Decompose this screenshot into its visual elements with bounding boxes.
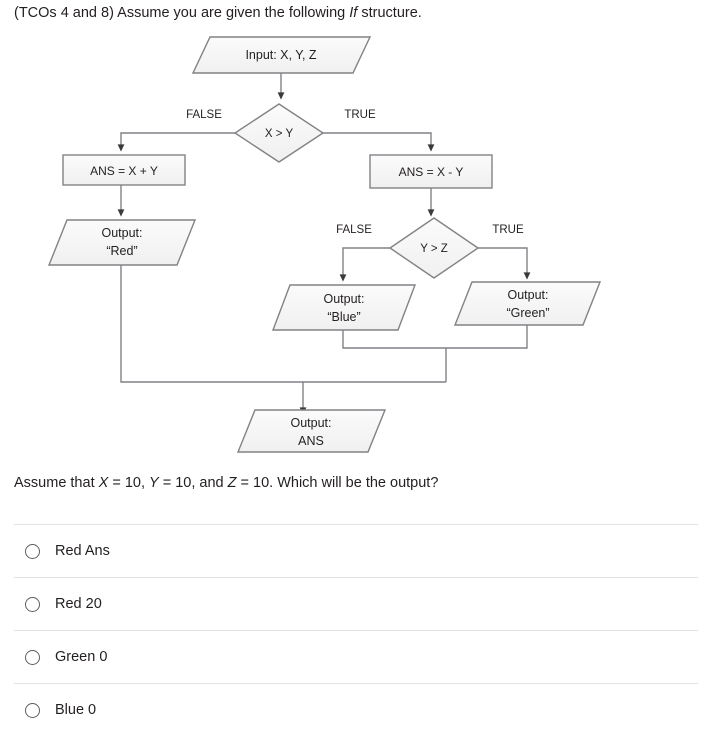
edge-merge-to-output-ans bbox=[299, 381, 446, 415]
option-label-3: Blue 0 bbox=[55, 702, 97, 718]
option-row-3[interactable]: Blue 0 bbox=[14, 683, 698, 736]
prompt-lead: (TCOs 4 and 8) Assume you are given the … bbox=[14, 5, 350, 21]
node-decision2-label: Y > Z bbox=[420, 243, 448, 255]
edge-decision2-false bbox=[339, 247, 390, 282]
node-decision1-label: X > Y bbox=[265, 128, 294, 140]
node-output-blue-label1: Output: bbox=[324, 292, 365, 306]
node-output-ans-label1: Output: bbox=[291, 416, 332, 430]
node-assign-left-label: ANS = X + Y bbox=[90, 164, 158, 178]
option-row-1[interactable]: Red 20 bbox=[14, 577, 698, 630]
node-assign-x-minus-y: ANS = X - Y bbox=[369, 154, 493, 189]
node-output-green-label1: Output: bbox=[508, 288, 549, 302]
edge-label-decision1-false: FALSE bbox=[186, 109, 222, 121]
node-output-green: Output: “Green” bbox=[453, 281, 602, 326]
edge-red-merge bbox=[120, 265, 303, 383]
option-label-1: Red 20 bbox=[55, 596, 102, 612]
node-output-blue-label2: “Blue” bbox=[327, 310, 360, 324]
option-label-2: Green 0 bbox=[55, 649, 108, 665]
edge-decision2-true bbox=[478, 247, 531, 280]
question-eq-x: = 10, bbox=[108, 475, 150, 491]
radio-button-icon[interactable] bbox=[25, 543, 40, 559]
edge-label-decision2-false: FALSE bbox=[336, 224, 372, 236]
prompt-tail: structure. bbox=[357, 5, 422, 21]
node-assign-right-label: ANS = X - Y bbox=[399, 165, 464, 179]
question-text: Assume that X = 10, Y = 10, and Z = 10. … bbox=[14, 473, 438, 493]
question-prompt: (TCOs 4 and 8) Assume you are given the … bbox=[14, 3, 422, 23]
flowchart: Input: X, Y, Z X > Y FALSE TRUE ANS = X … bbox=[0, 28, 709, 468]
edge-green-merge bbox=[446, 325, 528, 349]
node-output-green-label2: “Green” bbox=[506, 306, 549, 320]
radio-button-icon[interactable] bbox=[25, 596, 40, 612]
node-output-ans-label2: ANS bbox=[298, 434, 324, 448]
node-decision-x-gt-y: X > Y bbox=[233, 103, 325, 163]
node-assign-x-plus-y: ANS = X + Y bbox=[62, 154, 186, 186]
edge-blue-merge bbox=[342, 330, 447, 382]
node-input-label: Input: X, Y, Z bbox=[245, 48, 316, 62]
edge-label-decision1-true: TRUE bbox=[344, 109, 376, 121]
radio-button-icon[interactable] bbox=[25, 702, 40, 718]
node-input: Input: X, Y, Z bbox=[191, 36, 372, 74]
option-row-2[interactable]: Green 0 bbox=[14, 630, 698, 683]
question-var-z: Z bbox=[227, 475, 237, 491]
node-output-red-label1: Output: bbox=[102, 226, 143, 240]
answer-options: Red Ans Red 20 Green 0 Blue 0 bbox=[14, 524, 698, 736]
question-part1: Assume that bbox=[14, 475, 99, 491]
option-label-0: Red Ans bbox=[55, 543, 110, 559]
node-output-blue: Output: “Blue” bbox=[271, 284, 417, 331]
prompt-emphasis: If bbox=[349, 5, 358, 21]
radio-button-icon[interactable] bbox=[25, 649, 40, 665]
question-var-x: X bbox=[98, 475, 109, 491]
question-eq-z: = 10. Which will be the output? bbox=[236, 475, 439, 491]
edge-decision1-true bbox=[323, 132, 435, 152]
node-output-red: Output: “Red” bbox=[47, 219, 197, 266]
node-output-red-label2: “Red” bbox=[106, 244, 137, 258]
option-row-0[interactable]: Red Ans bbox=[14, 524, 698, 577]
question-eq-y: = 10, and bbox=[158, 475, 228, 491]
question-var-y: Y bbox=[149, 475, 159, 491]
edge-label-decision2-true: TRUE bbox=[492, 224, 524, 236]
edge-decision1-false bbox=[117, 132, 235, 152]
node-output-ans: Output: ANS bbox=[236, 409, 387, 453]
node-decision-y-gt-z: Y > Z bbox=[388, 217, 480, 279]
